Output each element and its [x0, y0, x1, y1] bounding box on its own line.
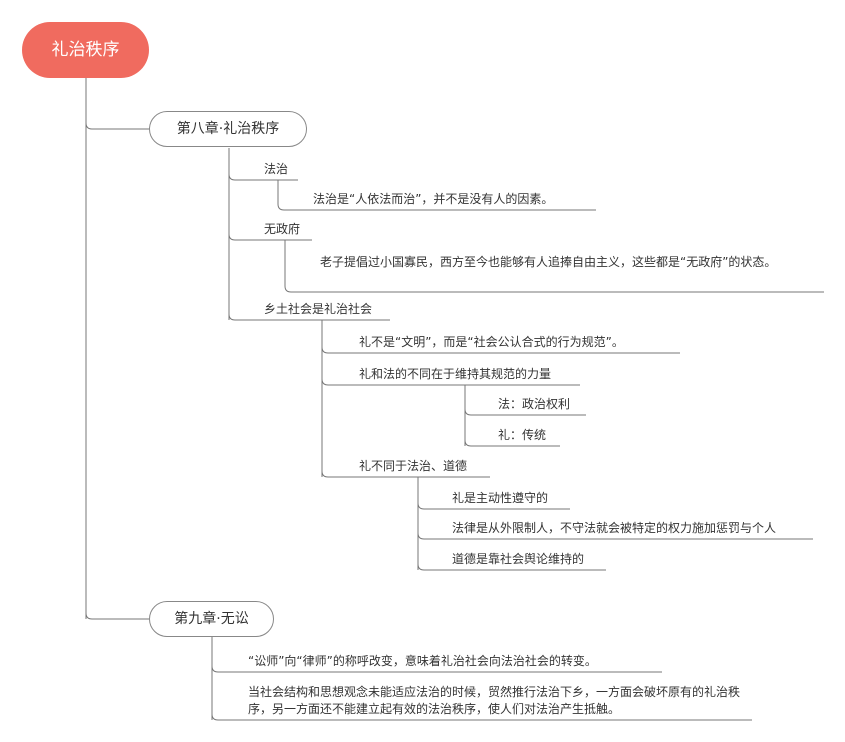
- connector-livs-item2: [417, 532, 813, 540]
- li-vs-fazhi-daode[interactable]: 礼不同于法治、道德: [359, 459, 468, 473]
- connector-xiangtu-item1: [321, 346, 680, 354]
- connector-xiangtu-item2: [321, 378, 580, 386]
- fazhi-note[interactable]: 法治是“人依法而治”，并不是没有人的因素。: [313, 192, 554, 206]
- connector-root-ch8: [85, 122, 149, 130]
- li-not-wenming[interactable]: 礼不是“文明”，而是“社会公认合式的行为规范”。: [359, 335, 624, 349]
- root-topic[interactable]: 礼治秩序: [22, 22, 149, 78]
- connector-ch9-note2: [211, 713, 752, 721]
- chapter9-topic[interactable]: 第九章·无讼: [149, 601, 274, 637]
- connector-xiangtu-item3: [321, 470, 490, 478]
- ch9-note2[interactable]: 当社会结构和思想观念未能适应法治的时候，贸然推行法治下乡，一方面会破坏原有的礼治…: [248, 685, 741, 716]
- connector-ch8-fazhi: [228, 173, 298, 181]
- difference-li[interactable]: 礼：传统: [498, 428, 547, 442]
- chapter8-topic[interactable]: 第八章·礼治秩序: [149, 111, 307, 147]
- connector-livs-item3: [417, 563, 606, 571]
- connector-difference-fa: [464, 408, 586, 416]
- subtopic-fazhi[interactable]: 法治: [264, 162, 289, 176]
- connector-ch8-xiangtu: [228, 313, 390, 321]
- connector-ch8-wuzhengfu: [228, 233, 312, 241]
- connector-root-ch9: [85, 612, 149, 620]
- ch9-note1[interactable]: “讼师”向“律师”的称呼改变，意味着礼治社会向法治社会的转变。: [248, 654, 597, 668]
- connector-wuzhengfu-note: [284, 240, 824, 293]
- difference-fa[interactable]: 法：政治权利: [498, 397, 571, 411]
- li-vs-item3[interactable]: 道德是靠社会舆论维持的: [452, 552, 585, 566]
- li-vs-item1[interactable]: 礼是主动性遵守的: [452, 491, 549, 505]
- li-fa-difference[interactable]: 礼和法的不同在于维持其规范的力量: [359, 367, 552, 381]
- subtopic-wuzhengfu[interactable]: 无政府: [264, 222, 301, 236]
- subtopic-xiangtu[interactable]: 乡土社会是礼治社会: [264, 302, 373, 316]
- li-vs-item2[interactable]: 法律是从外限制人，不守法就会被特定的权力施加惩罚与个人: [452, 521, 777, 535]
- wuzhengfu-note[interactable]: 老子提倡过小国寡民，西方至今也能够有人追捧自由主义，这些都是“无政府”的状态。: [320, 255, 777, 269]
- connector-livs-item1: [417, 502, 570, 510]
- connector-difference-li: [464, 439, 560, 447]
- connector-fazhi-note: [277, 180, 596, 211]
- connector-ch9-note1: [211, 665, 662, 673]
